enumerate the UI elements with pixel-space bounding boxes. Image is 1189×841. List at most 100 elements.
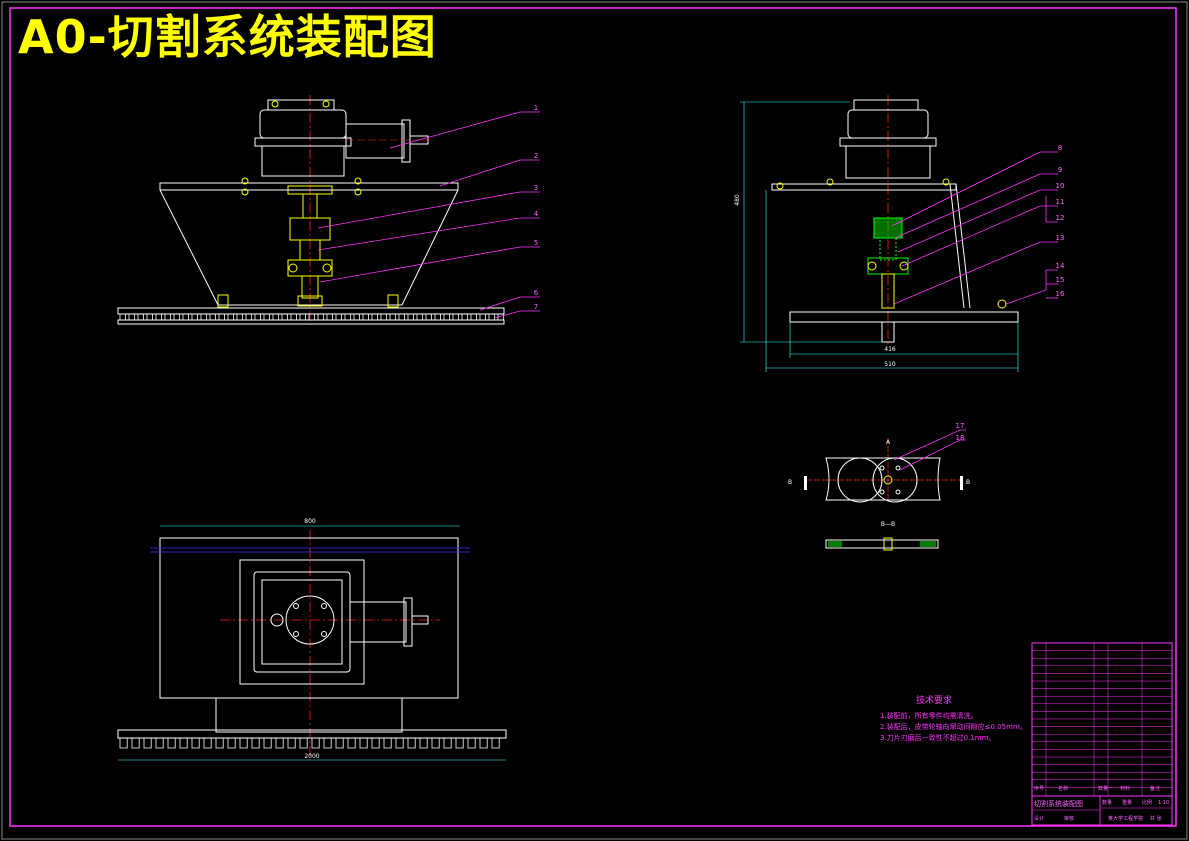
motor-body [345,123,405,159]
bb-section-strip [825,539,939,549]
top-dim-bottom-label: 2000 [304,753,319,760]
front-leaders [317,111,540,319]
balloon-14: 14 [1056,262,1065,270]
section-hub-icon [883,475,893,485]
balloon-17: 17 [956,422,965,430]
side-dimensions [740,101,1019,372]
front-view: 1 2 3 4 5 6 7 [117,95,540,325]
balloon-9: 9 [1058,166,1062,174]
bom-col-name: 名称 [1058,785,1068,792]
coupling-bolt-icon [288,263,298,273]
balloon-3: 3 [534,184,538,192]
bb-section-hatch [920,541,936,547]
blade-shaft [301,275,319,299]
foot-bolt-icon [217,294,229,308]
side-mount-plate [771,183,957,191]
top-view: 800 2000 [117,518,507,761]
bolt-icon [776,182,784,190]
gearbox-lower [261,145,345,177]
bolt-icon [826,178,834,186]
top-gearbox-flange [261,579,343,665]
cut-label-left: B [788,479,792,486]
bb-section-hub [883,537,893,551]
section-hole-icon [879,465,885,471]
top-bolt-icon [321,603,327,609]
top-hopper-outline [159,537,459,699]
cut-label-top: A [886,439,891,446]
hopper-frame [159,189,459,306]
base-rail-top [117,307,505,315]
cut-mark-right [960,476,963,490]
sheet-label: 共 张 [1150,815,1162,822]
balloon-1: 1 [534,104,538,112]
bolt-icon [354,177,362,185]
balloon-5: 5 [534,239,538,247]
coupling-bolt-icon [322,263,332,273]
weight-label: 重量 [1122,799,1132,806]
balloon-6: 6 [534,289,539,297]
top-bolt-icon [293,603,299,609]
section-hole-icon [895,489,901,495]
bom-grid [1032,643,1172,796]
section-view: B B A B—B 17 18 [788,422,970,551]
side-dim-inner: 416 [884,346,896,353]
top-base-column [215,697,403,733]
top-bolt-icon [321,631,327,637]
bolt-icon [942,178,950,186]
side-gearbox-lower [845,145,931,179]
bom-col-qty: 数量 [1098,785,1108,792]
side-shaft-hidden [879,237,897,261]
base-rail-bottom [117,319,505,325]
balloon-18: 18 [956,434,965,442]
top-port-icon [270,613,284,627]
side-leaders [891,151,1058,305]
cover-bolt-icon [322,100,330,108]
gearbox-flange [254,137,352,147]
foot-bolt-icon [387,294,399,308]
balloon-2: 2 [534,152,538,160]
designer-label: 设计 [1034,815,1044,822]
bolt-icon [241,188,249,196]
bb-section-hatch [828,541,842,547]
top-gearbox-outer [239,559,365,685]
section-hole-icon [879,489,885,495]
cut-label-right: B [966,479,970,486]
top-dim-top-label: 800 [304,518,316,525]
balloon-16: 16 [1056,290,1065,298]
top-gearbox-inner [253,571,351,673]
tech-requirements: 技术要求 1.装配前，所有零件均需清洗。 2.装配后，皮带轮轴向窜动间隙应≤0.… [880,696,1027,744]
balloon-15: 15 [1056,276,1065,284]
bom-col-remark: 备注 [1150,785,1160,792]
motor-endcap [401,119,411,163]
mount-plate [159,182,459,191]
bolt-icon [241,177,249,185]
tech-item: 2.装配后，皮带轮轴向窜动间隙应≤0.05mm。 [880,723,1027,731]
checker-label: 审核 [1064,815,1074,822]
section-disc-outline [825,457,941,501]
side-base [789,311,1019,323]
balloon-10: 10 [1056,182,1065,190]
side-gearbox-cover [853,99,919,111]
side-support-leg [949,183,965,309]
bolt-icon [354,188,362,196]
top-motor-body [349,601,407,643]
top-base-rail [117,729,507,739]
top-motor-endcap [403,597,413,647]
section-title: B—B [881,521,895,528]
title-block: 序号 名称 数量 材料 备注 切割系统装配图 设计 审核 数量 重量 比例 1:… [1031,642,1173,826]
section-hole-icon [895,465,901,471]
cut-mark-left [804,476,807,490]
scale-value: 1:10 [1158,800,1169,806]
side-blade-shaft [881,273,895,309]
cover-bolt-icon [271,100,279,108]
section-disc-right [872,457,918,503]
side-support-leg [955,183,971,309]
drawing-frame [9,7,1177,827]
balloon-8: 8 [1058,144,1062,152]
side-dim-height: 480 [734,194,741,206]
bolt-icon [997,299,1007,309]
qty-label: 数量 [1102,799,1112,806]
top-motor-shaft [411,615,429,625]
